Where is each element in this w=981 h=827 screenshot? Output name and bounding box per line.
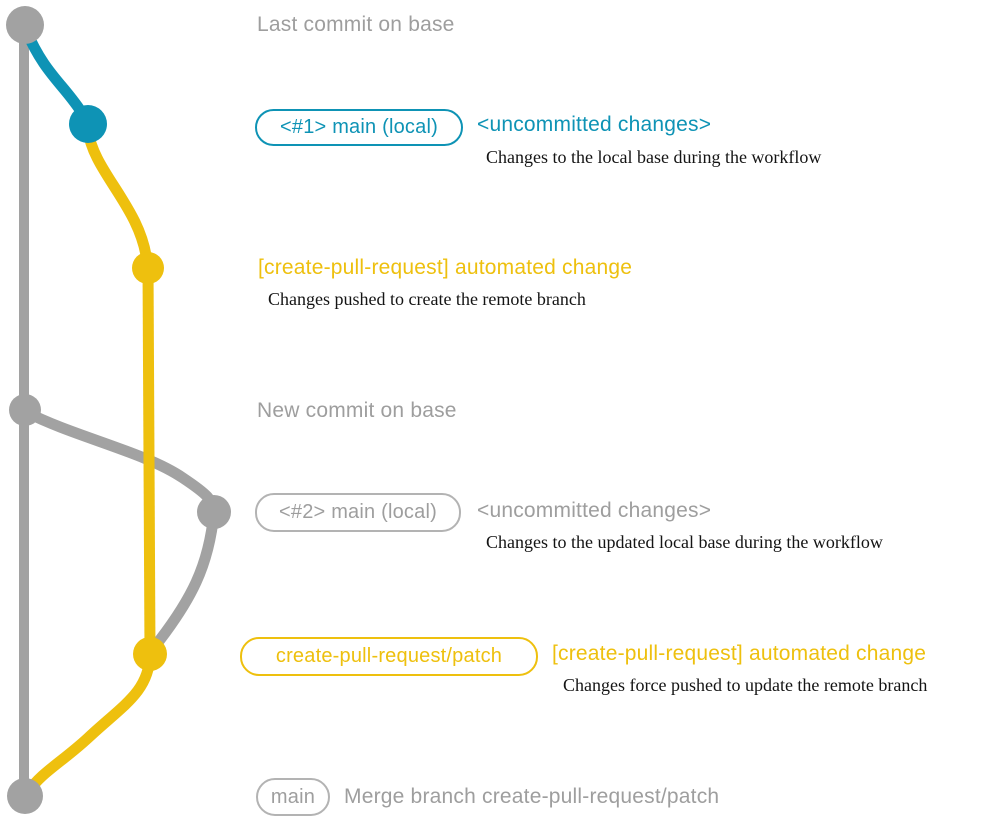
commit-message-automated-2: [create-pull-request] automated change [552,642,927,665]
description-remote-push-2: Changes force pushed to update the remot… [563,675,928,695]
branch-tag-main: main [256,778,330,816]
uncommitted-changes-1: <uncommitted changes> [477,113,712,136]
commit-dot-new-base [9,394,41,426]
last-commit-label: Last commit on base [257,13,455,36]
commit-dot-patch-2 [133,637,167,671]
branch-tag-local-main-2: <#2> main (local) [255,493,461,532]
branch-tag-main-label: main [270,785,316,808]
commit-dot-local-main-2 [197,495,231,529]
commit-dot-patch-1 [132,252,164,284]
patch-to-merge-curve [22,649,156,798]
base-to-local1-curve [20,24,90,122]
commit-dot-merge [7,778,43,814]
local1-to-patch-curve [82,124,153,268]
patch-branch-line [142,265,156,654]
description-local-base-2: Changes to the updated local base during… [486,532,883,552]
description-local-base-1: Changes to the local base during the wor… [486,147,822,167]
commit-message-automated-1: [create-pull-request] automated change [258,256,633,279]
branch-tag-local-main-2-label: <#2> main (local) [279,501,437,523]
commit-dot-local-main-1 [69,105,107,143]
base-to-local2-curve [20,406,220,518]
branch-tag-local-main-1-label: <#1> main (local) [280,116,438,138]
local2-to-patch-curve [146,506,220,656]
branch-tag-patch-label: create-pull-request/patch [275,645,503,667]
branch-tag-patch: create-pull-request/patch [240,637,538,676]
branch-tag-local-main-1: <#1> main (local) [255,109,463,146]
new-commit-label: New commit on base [257,399,457,422]
description-remote-push-1: Changes pushed to create the remote bran… [268,289,586,309]
merge-commit-message: Merge branch create-pull-request/patch [344,785,720,808]
commit-dot-last-base [6,6,44,44]
uncommitted-changes-2: <uncommitted changes> [477,499,712,522]
